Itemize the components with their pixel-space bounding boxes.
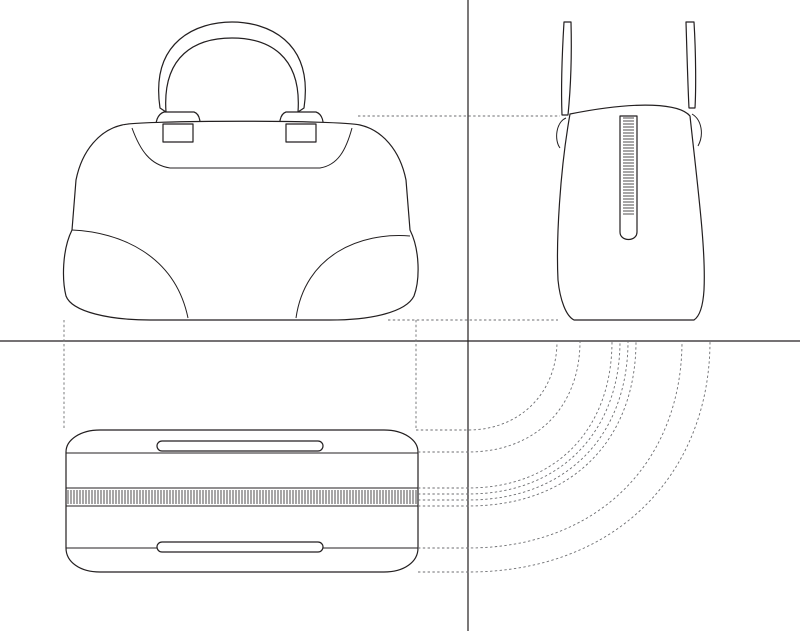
front-lower-panel-right (295, 235, 411, 319)
front-handle (158, 21, 306, 113)
projection-arc-6 (418, 340, 637, 507)
front-body (62, 120, 419, 321)
side-ring-left (556, 117, 567, 149)
projection-arc-2 (418, 340, 581, 453)
front-tab-right (285, 123, 317, 143)
front-view (62, 21, 419, 321)
projection-arc-8 (418, 340, 711, 573)
top-handle-lower (156, 541, 324, 553)
side-strap-right (685, 21, 697, 109)
front-lower-panel-left (71, 229, 189, 319)
side-view (556, 21, 705, 321)
side-ring-right (691, 113, 702, 147)
front-tab-left (162, 123, 194, 143)
top-zipper-teeth (67, 490, 417, 504)
top-handle-upper (156, 440, 324, 452)
projection-arc-4 (418, 340, 621, 495)
projection-arc-1 (416, 340, 558, 431)
side-zipper-teeth (623, 117, 634, 215)
projection-arc-3 (418, 340, 613, 489)
top-view (65, 429, 419, 573)
side-strap-left (561, 21, 572, 116)
projection-lines (63, 115, 711, 573)
projection-arc-7 (418, 340, 683, 549)
front-upper-panel (131, 127, 353, 169)
projection-arc-5 (418, 340, 629, 501)
